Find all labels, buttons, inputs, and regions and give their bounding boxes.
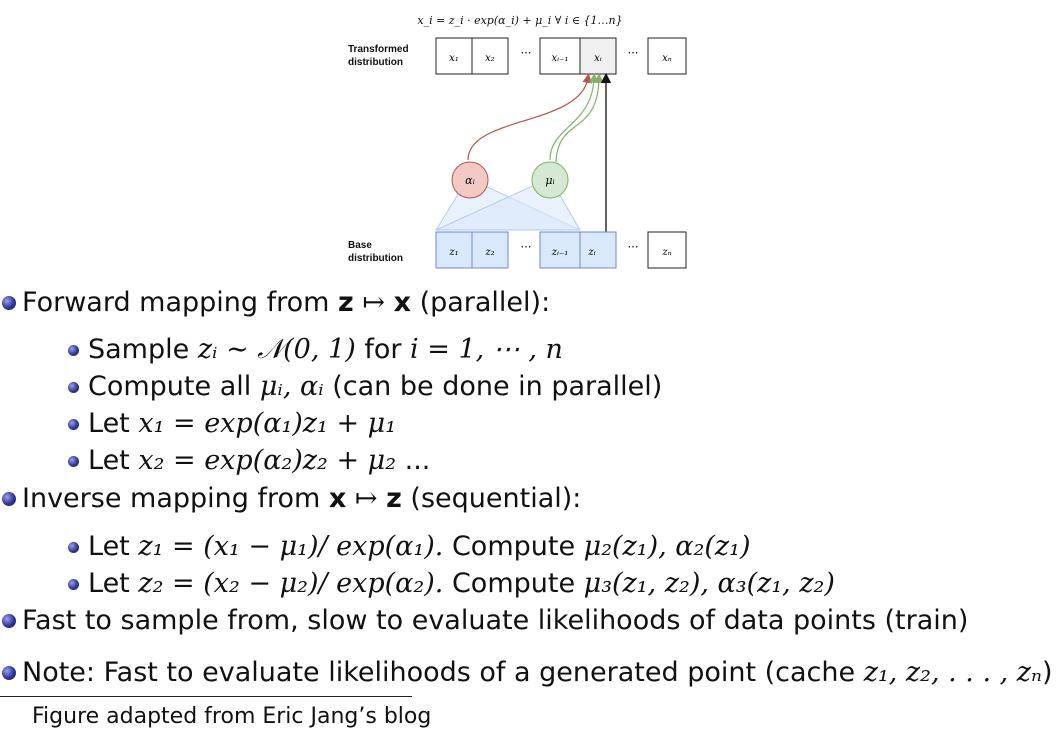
inverse-z: z (386, 483, 402, 514)
subbullet-marker (68, 542, 79, 553)
sample-range: i = 1, ⋯ , n (410, 334, 563, 365)
transformed-label-line2: distribution (348, 57, 403, 68)
let-x2-text: Let (88, 445, 139, 476)
xi-cell (579, 37, 617, 75)
bullet-marker (2, 296, 16, 310)
zi-cell (579, 231, 617, 269)
let-z2-compute-math: μ₃(z₁, z₂), α₃(z₁, z₂) (583, 568, 835, 599)
let-x2-math: x₂ = exp(α₂)z₂ + μ₂ (138, 445, 397, 476)
subbullet-marker (68, 345, 79, 356)
sample-text: Sample (88, 334, 198, 365)
zi-label: zᵢ (587, 247, 595, 258)
mu-node (531, 161, 569, 199)
inverse-suffix: (sequential): (401, 483, 582, 514)
autoregressive-flow-diagram: x_i = z_i · exp(α_i) + μ_i ∀ i ∈ {1…n} T… (348, 14, 687, 269)
base-cells: z₁ z₂ ⋯ zᵢ₋₁ zᵢ ⋯ zₙ (435, 231, 687, 269)
bullet-marker (2, 666, 16, 680)
base-label-line1: Base (348, 240, 372, 251)
let-x1-math: x₁ = exp(α₁)z₁ + μ₁ (138, 408, 397, 439)
forward-z: z (338, 287, 354, 318)
subbullet-marker (68, 456, 79, 467)
x1-label: x₁ (449, 53, 459, 64)
sample-for: for (355, 334, 411, 365)
let-x1-text: Let (88, 408, 139, 439)
subbullet-marker (68, 579, 79, 590)
compute-suffix: (can be done in parallel) (323, 371, 663, 402)
sample-math: zᵢ ∼ 𝒩(0, 1) (197, 334, 356, 365)
top-ellipsis-2: ⋯ (628, 46, 639, 59)
alpha-node (451, 161, 489, 199)
compute-text: Compute all (88, 371, 260, 402)
xi-label: xᵢ (594, 53, 602, 64)
subbullet-sample: Sample zᵢ ∼ 𝒩(0, 1) for i = 1, ⋯ , n (68, 333, 563, 367)
subbullet-let-z1: Let z₁ = (x₁ − μ₁)/ exp(α₁). Compute μ₂(… (68, 530, 751, 564)
zn-label: zₙ (661, 247, 671, 258)
bullet-marker (2, 492, 16, 506)
mu-arrow-1 (549, 73, 599, 161)
forward-x: x (393, 287, 411, 318)
let-x2-ellipsis: ... (396, 445, 431, 476)
z2-label: z₂ (484, 247, 494, 258)
transformed-label-line1: Transformed (348, 44, 409, 55)
mu-node-label: μᵢ (545, 174, 554, 187)
subbullet-let-x2: Let x₂ = exp(α₂)z₂ + μ₂ ... (68, 444, 431, 478)
z2-cell (471, 231, 509, 269)
subbullet-marker (68, 382, 79, 393)
bullet-inverse: Inverse mapping from x ↦ z (sequential): (2, 482, 582, 516)
let-z1-math: z₁ = (x₁ − μ₁)/ exp(α₁). (138, 531, 444, 562)
let-z2-math: z₂ = (x₂ − μ₂)/ exp(α₂). (138, 568, 444, 599)
note-math: z₁, z₂, . . . , zₙ (863, 657, 1042, 688)
forward-prefix: Forward mapping from (22, 287, 339, 318)
transformed-cells: x₁ x₂ ⋯ xᵢ₋₁ xᵢ ⋯ xₙ (435, 37, 687, 75)
note-text: Note: Fast to evaluate likelihoods of a … (22, 657, 864, 688)
let-z2-text: Let (88, 568, 139, 599)
zi-minus-1-label: zᵢ₋₁ (551, 247, 569, 258)
inverse-map-symbol: ↦ (346, 483, 387, 514)
x2-label: x₂ (485, 53, 495, 64)
inverse-x: x (328, 483, 347, 514)
footnote: Figure adapted from Eric Jang’s blog (32, 704, 432, 729)
fast-text: Fast to sample from, slow to evaluate li… (22, 605, 969, 636)
xn-label: xₙ (662, 53, 672, 64)
let-z1-compute-math: μ₂(z₁), α₂(z₁) (583, 531, 751, 562)
bullet-marker (2, 614, 16, 628)
bottom-ellipsis-2: ⋯ (628, 240, 639, 253)
subbullet-let-x1: Let x₁ = exp(α₁)z₁ + μ₁ (68, 407, 397, 441)
bullet-fast: Fast to sample from, slow to evaluate li… (2, 604, 969, 638)
let-z1-compute: Compute (443, 531, 584, 562)
xi-minus-1-cell (539, 37, 581, 75)
footnote-rule (0, 696, 412, 697)
let-z2-compute: Compute (443, 568, 584, 599)
x1-cell (435, 37, 473, 75)
zn-cell (647, 231, 687, 269)
inverse-prefix: Inverse mapping from (22, 483, 329, 514)
forward-map-symbol: ↦ (353, 287, 394, 318)
subbullet-compute: Compute all μᵢ, αᵢ (can be done in paral… (68, 370, 663, 404)
top-ellipsis-1: ⋯ (521, 46, 532, 59)
note-close: ) (1041, 657, 1053, 688)
let-z1-text: Let (88, 531, 139, 562)
x2-cell (471, 37, 509, 75)
bottom-ellipsis-1: ⋯ (521, 240, 532, 253)
xn-cell (647, 37, 687, 75)
xi-minus-1-label: xᵢ₋₁ (552, 53, 569, 64)
figure-formula: x_i = z_i · exp(α_i) + μ_i ∀ i ∈ {1…n} (417, 14, 622, 27)
zi-minus-1-cell (539, 231, 581, 269)
forward-suffix: (parallel): (410, 287, 551, 318)
mu-arrow-2 (555, 73, 604, 163)
alpha-arrow (467, 73, 592, 161)
subbullet-marker (68, 419, 79, 430)
alpha-node-label: αᵢ (465, 174, 475, 187)
subbullet-let-z2: Let z₂ = (x₂ − μ₂)/ exp(α₂). Compute μ₃(… (68, 567, 835, 601)
compute-math: μᵢ, αᵢ (259, 371, 324, 402)
bullet-note: Note: Fast to evaluate likelihoods of a … (2, 656, 1053, 690)
bullet-forward: Forward mapping from z ↦ x (parallel): (2, 286, 551, 320)
base-label-line2: distribution (348, 253, 403, 264)
z1-label: z₁ (448, 247, 458, 258)
